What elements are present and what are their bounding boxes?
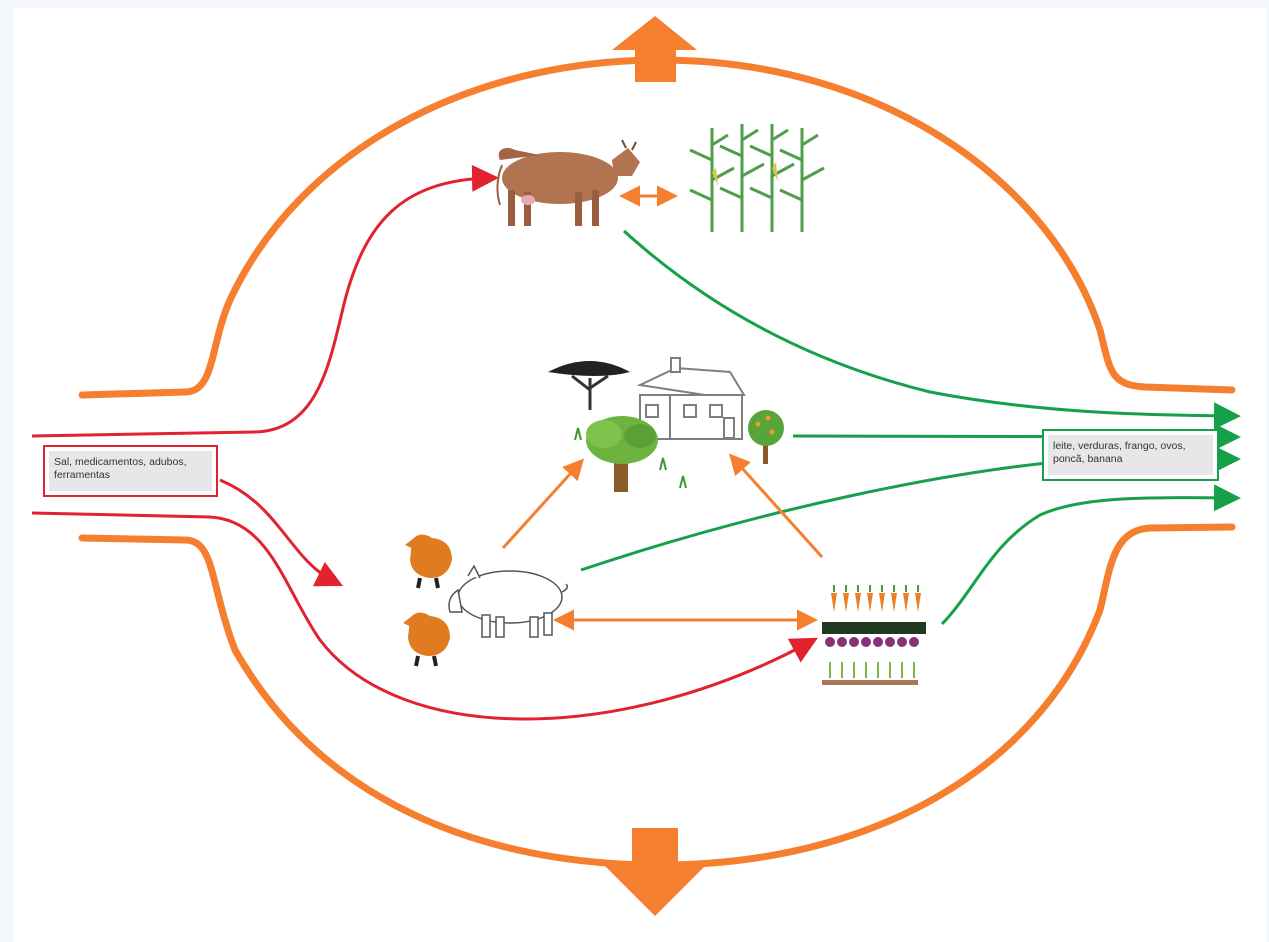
diagram-canvas: Sal, medicamentos, adubos, ferramentas l… — [14, 8, 1266, 942]
pig-icon — [448, 564, 569, 638]
pig-to-house-flow — [501, 458, 585, 550]
acacia-icon — [548, 361, 630, 410]
corn-icon — [689, 124, 825, 232]
output-flow-garden — [940, 484, 1241, 626]
outer-loop-upper — [78, 56, 1236, 399]
farm-flow-diagram — [31, 16, 1241, 916]
input-flow-middle — [219, 478, 344, 587]
tree-icon — [574, 416, 687, 492]
outflow-up-arrow — [612, 16, 697, 82]
outputs-box: leite, verduras, frango, ovos, poncã, ba… — [1042, 429, 1219, 481]
chicken-icon — [405, 534, 452, 589]
inputs-box-text: Sal, medicamentos, adubos, ferramentas — [49, 451, 212, 491]
input-flow-bottom — [31, 511, 818, 721]
outputs-box-text: leite, verduras, frango, ovos, poncã, ba… — [1048, 435, 1213, 475]
vegetable-garden-icon — [822, 585, 926, 685]
orange-tree-icon — [748, 410, 784, 464]
output-flow-pig — [580, 445, 1241, 572]
garden-to-house-flow — [728, 453, 824, 559]
input-flow-top — [31, 164, 499, 438]
output-flow-cow — [622, 229, 1241, 430]
outflow-down-arrow — [605, 828, 705, 916]
outer-loop-lower — [78, 523, 1236, 869]
inputs-box: Sal, medicamentos, adubos, ferramentas — [43, 445, 218, 497]
house-icon — [636, 357, 746, 440]
chicken-icon — [403, 612, 450, 667]
cow-icon — [496, 139, 640, 226]
